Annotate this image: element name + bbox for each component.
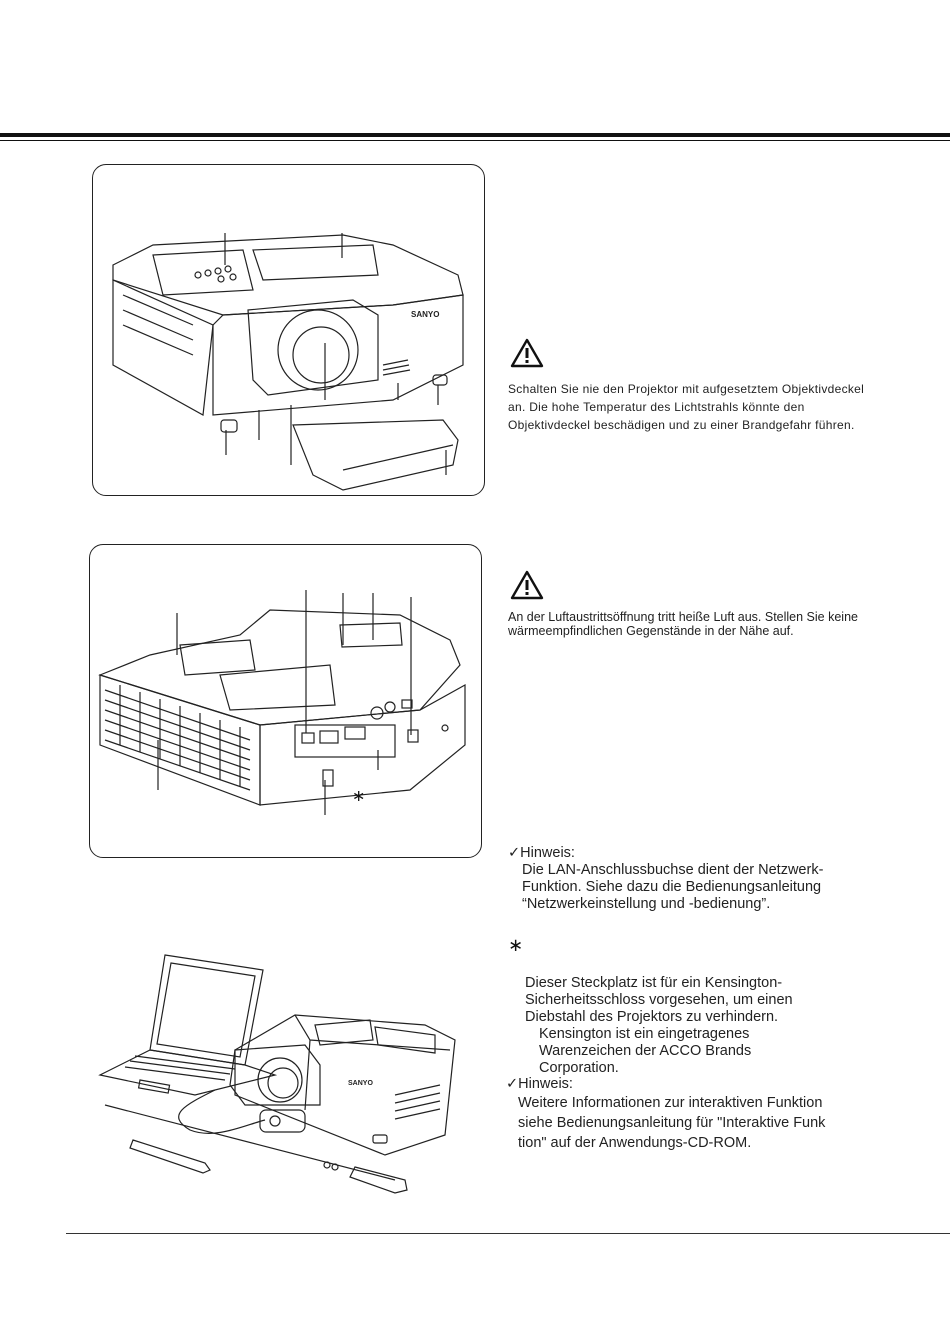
rear-kensington-marker: ∗ bbox=[352, 786, 365, 805]
front-view-figure: SANYO bbox=[92, 164, 485, 496]
lan-note: ✓Hinweis: Die LAN-Anschlussbuchse dient … bbox=[508, 845, 858, 913]
rear-view-figure: ∗ bbox=[89, 544, 482, 858]
interactive-setup-illustration: SANYO bbox=[98, 954, 456, 1194]
interactive-note: ✓Hinweis: Weitere Informationen zur inte… bbox=[506, 1076, 856, 1153]
interactive-note-heading: ✓Hinweis: bbox=[506, 1076, 856, 1093]
projector-brand-logo: SANYO bbox=[348, 1080, 373, 1087]
kensington-trademark: Kensington ist ein eingetragenes Warenze… bbox=[539, 1026, 752, 1076]
checkmark-icon: ✓ bbox=[506, 1076, 519, 1092]
lens-cover-warning-text: Schalten Sie nie den Projektor mit aufge… bbox=[508, 382, 865, 432]
footer-rule bbox=[66, 1233, 950, 1234]
lan-note-body: Die LAN-Anschlussbuchse dient der Netzwe… bbox=[522, 862, 824, 912]
warning-triangle-icon bbox=[510, 338, 544, 373]
interactive-note-heading-text: Hinweis: bbox=[518, 1076, 573, 1092]
interactive-note-body: Weitere Informationen zur interaktiven F… bbox=[518, 1095, 826, 1151]
checkmark-icon: ✓ bbox=[508, 845, 521, 861]
warning-triangle-icon bbox=[510, 570, 544, 605]
lan-note-heading: ✓Hinweis: bbox=[508, 845, 858, 862]
header-rule-thin bbox=[0, 140, 950, 141]
kensington-body: Dieser Steckplatz ist für ein Kensington… bbox=[525, 975, 793, 1025]
rear-view-illustration: ∗ bbox=[98, 590, 466, 815]
lan-note-heading-text: Hinweis: bbox=[520, 845, 575, 861]
kensington-text: Dieser Steckplatz ist für ein Kensington… bbox=[525, 975, 835, 1077]
front-brand-logo: SANYO bbox=[411, 310, 439, 319]
kensington-marker: ∗ bbox=[508, 935, 524, 955]
interactive-setup-figure: SANYO bbox=[95, 945, 465, 1205]
header-rule-thick bbox=[0, 133, 950, 137]
front-view-illustration: SANYO bbox=[112, 233, 464, 491]
hot-air-warning-text: An der Luftaustrittsöffnung tritt heiße … bbox=[508, 610, 858, 638]
